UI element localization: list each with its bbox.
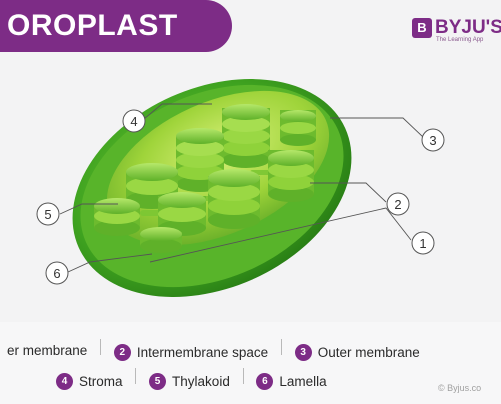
legend-panel [0, 322, 501, 404]
legend-badge: 2 [114, 344, 131, 361]
legend-divider [281, 339, 282, 355]
legend-divider [243, 368, 244, 384]
granum [268, 150, 314, 202]
svg-text:5: 5 [44, 207, 51, 222]
granum [140, 227, 182, 253]
legend-item-intermembrane-space: 2 Intermembrane space [114, 344, 268, 361]
legend-item-stroma: 4 Stroma [56, 373, 123, 390]
legend-divider [100, 339, 101, 355]
svg-text:3: 3 [429, 133, 436, 148]
legend-row-1: er membrane 2 Intermembrane space 3 Oute… [7, 339, 420, 361]
callout-1: 1 [412, 232, 434, 254]
granum [280, 110, 316, 146]
callout-4: 4 [123, 110, 145, 132]
svg-text:4: 4 [130, 114, 137, 129]
granum [208, 169, 260, 229]
legend-badge: 4 [56, 373, 73, 390]
legend-row-2: 4 Stroma 5 Thylakoid 6 Lamella [56, 368, 327, 390]
legend-item-lamella: 6 Lamella [256, 373, 326, 390]
legend-divider [135, 368, 136, 384]
svg-text:1: 1 [419, 236, 426, 251]
legend-badge: 3 [295, 344, 312, 361]
callout-5: 5 [37, 203, 59, 225]
legend-badge: 6 [256, 373, 273, 390]
legend-item-outer-membrane: 3 Outer membrane [295, 344, 420, 361]
svg-text:2: 2 [394, 197, 401, 212]
legend-item-thylakoid: 5 Thylakoid [149, 373, 230, 390]
callout-3: 3 [422, 129, 444, 151]
legend-item-inner-membrane: er membrane [7, 343, 87, 358]
callout-6: 6 [46, 262, 68, 284]
svg-text:6: 6 [53, 266, 60, 281]
legend-badge: 5 [149, 373, 166, 390]
callout-2: 2 [387, 193, 409, 215]
granum [222, 104, 270, 168]
chloroplast-diagram: 1 2 3 4 5 6 [0, 0, 501, 322]
copyright-text: © Byjus.co [438, 383, 481, 393]
